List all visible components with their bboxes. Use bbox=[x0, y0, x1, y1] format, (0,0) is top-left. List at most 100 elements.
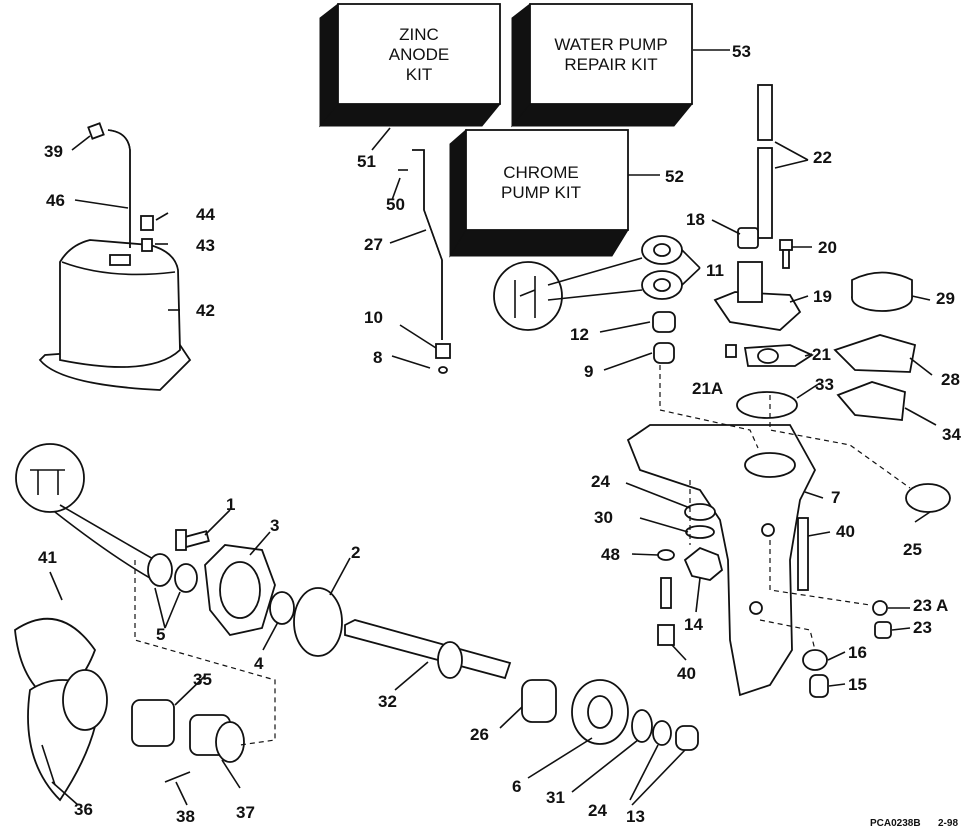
part-23-plug bbox=[874, 621, 892, 639]
part-labels: 39 46 44 43 42 51 50 27 10 8 53 52 22 18… bbox=[38, 42, 961, 826]
label-42: 42 bbox=[196, 301, 215, 320]
part-33-o-ring bbox=[736, 391, 798, 419]
part-36-cotter-pin bbox=[41, 744, 56, 786]
label-46: 46 bbox=[46, 191, 65, 210]
part-8-seal bbox=[435, 343, 451, 359]
part-40-screw-upper bbox=[797, 517, 809, 591]
label-24b: 24 bbox=[588, 801, 607, 820]
part-2-o-ring bbox=[293, 587, 343, 657]
zinc-kit-line3: KIT bbox=[406, 65, 432, 84]
part-3-bearing-carrier bbox=[204, 544, 276, 636]
label-39: 39 bbox=[44, 142, 63, 161]
part-14-pinion bbox=[683, 546, 724, 581]
part-21-impeller bbox=[743, 344, 814, 367]
label-27: 27 bbox=[364, 235, 383, 254]
figure-code: PCA0238B bbox=[870, 818, 921, 828]
part-39-46-tube bbox=[87, 122, 131, 248]
part-7-gearcase bbox=[626, 424, 817, 697]
label-3: 3 bbox=[270, 516, 279, 535]
part-1-screw bbox=[175, 529, 210, 551]
part-29-cover bbox=[851, 271, 913, 312]
part-32-propeller-shaft bbox=[344, 619, 512, 680]
part-35-spline bbox=[131, 699, 175, 747]
label-10: 10 bbox=[364, 308, 383, 327]
figure-date: 2-98 bbox=[938, 818, 958, 828]
part-13-bushing bbox=[675, 725, 699, 751]
label-40a: 40 bbox=[836, 522, 855, 541]
label-40b: 40 bbox=[677, 664, 696, 683]
label-34: 34 bbox=[942, 425, 961, 444]
part-44-fitting bbox=[140, 215, 154, 231]
part-5-washer-a bbox=[147, 553, 173, 587]
label-5: 5 bbox=[156, 625, 165, 644]
water-pump-kit-line2: REPAIR KIT bbox=[564, 55, 657, 74]
label-37: 37 bbox=[236, 803, 255, 822]
label-53: 53 bbox=[732, 42, 751, 61]
zinc-kit-line2: ANODE bbox=[389, 45, 449, 64]
label-29: 29 bbox=[936, 289, 955, 308]
label-2: 2 bbox=[351, 543, 360, 562]
label-50: 50 bbox=[386, 195, 405, 214]
detail-callout-seal bbox=[493, 257, 643, 331]
part-6-gear bbox=[571, 679, 629, 745]
part-25-ring bbox=[905, 483, 951, 513]
label-16: 16 bbox=[848, 643, 867, 662]
part-5-washer-b bbox=[174, 563, 198, 593]
label-21a: 21A bbox=[692, 379, 723, 398]
label-33: 33 bbox=[815, 375, 834, 394]
part-24-washer-lower bbox=[652, 720, 672, 746]
label-1: 1 bbox=[226, 495, 235, 514]
part-24-washer-upper bbox=[684, 503, 716, 521]
label-14: 14 bbox=[684, 615, 703, 634]
label-36: 36 bbox=[74, 800, 93, 819]
detail-callout-thrust bbox=[15, 443, 156, 579]
water-pump-kit-line1: WATER PUMP bbox=[554, 35, 667, 54]
zinc-anode-kit-box: ZINC ANODE KIT bbox=[318, 2, 502, 128]
label-28: 28 bbox=[941, 370, 960, 389]
label-7: 7 bbox=[831, 488, 840, 507]
part-23a-washer bbox=[872, 600, 888, 616]
assembly-dashed-lines bbox=[134, 365, 911, 746]
label-23: 23 bbox=[913, 618, 932, 637]
part-40-screw-lower bbox=[657, 577, 675, 646]
part-12-bushing bbox=[652, 311, 676, 333]
water-pump-repair-kit-box: WATER PUMP REPAIR KIT bbox=[510, 2, 694, 128]
label-11: 11 bbox=[706, 261, 724, 280]
label-24a: 24 bbox=[591, 472, 610, 491]
label-18: 18 bbox=[686, 210, 705, 229]
label-48: 48 bbox=[601, 545, 620, 564]
label-13: 13 bbox=[626, 807, 645, 826]
chrome-kit-line1: CHROME bbox=[503, 163, 579, 182]
label-38: 38 bbox=[176, 807, 195, 826]
part-19-pump-housing bbox=[713, 261, 802, 331]
part-26-clutch-dog bbox=[521, 679, 557, 723]
zinc-kit-line1: ZINC bbox=[399, 25, 439, 44]
label-41: 41 bbox=[38, 548, 57, 567]
label-35: 35 bbox=[193, 670, 212, 689]
chrome-pump-kit-box: CHROME PUMP KIT bbox=[449, 128, 629, 258]
part-18-liner bbox=[737, 227, 759, 249]
chrome-kit-line2: PUMP KIT bbox=[501, 183, 581, 202]
label-15: 15 bbox=[848, 675, 867, 694]
label-44: 44 bbox=[196, 205, 215, 224]
part-28-plate bbox=[833, 334, 917, 373]
label-23a: 23 A bbox=[913, 596, 948, 615]
part-9-bushing bbox=[653, 342, 675, 364]
part-11-bearings bbox=[641, 235, 683, 300]
label-20: 20 bbox=[818, 238, 837, 257]
label-8: 8 bbox=[373, 348, 382, 367]
part-37-prop-nut bbox=[189, 714, 245, 763]
leader-lines bbox=[49, 49, 937, 806]
label-51: 51 bbox=[357, 152, 376, 171]
label-9: 9 bbox=[584, 362, 593, 381]
label-4: 4 bbox=[254, 654, 264, 673]
label-30: 30 bbox=[594, 508, 613, 527]
part-41-propeller bbox=[14, 617, 108, 802]
label-43: 43 bbox=[196, 236, 215, 255]
label-6: 6 bbox=[512, 777, 521, 796]
label-32: 32 bbox=[378, 692, 397, 711]
label-25: 25 bbox=[903, 540, 922, 559]
label-26: 26 bbox=[470, 725, 489, 744]
part-42-anode-housing bbox=[38, 239, 192, 391]
